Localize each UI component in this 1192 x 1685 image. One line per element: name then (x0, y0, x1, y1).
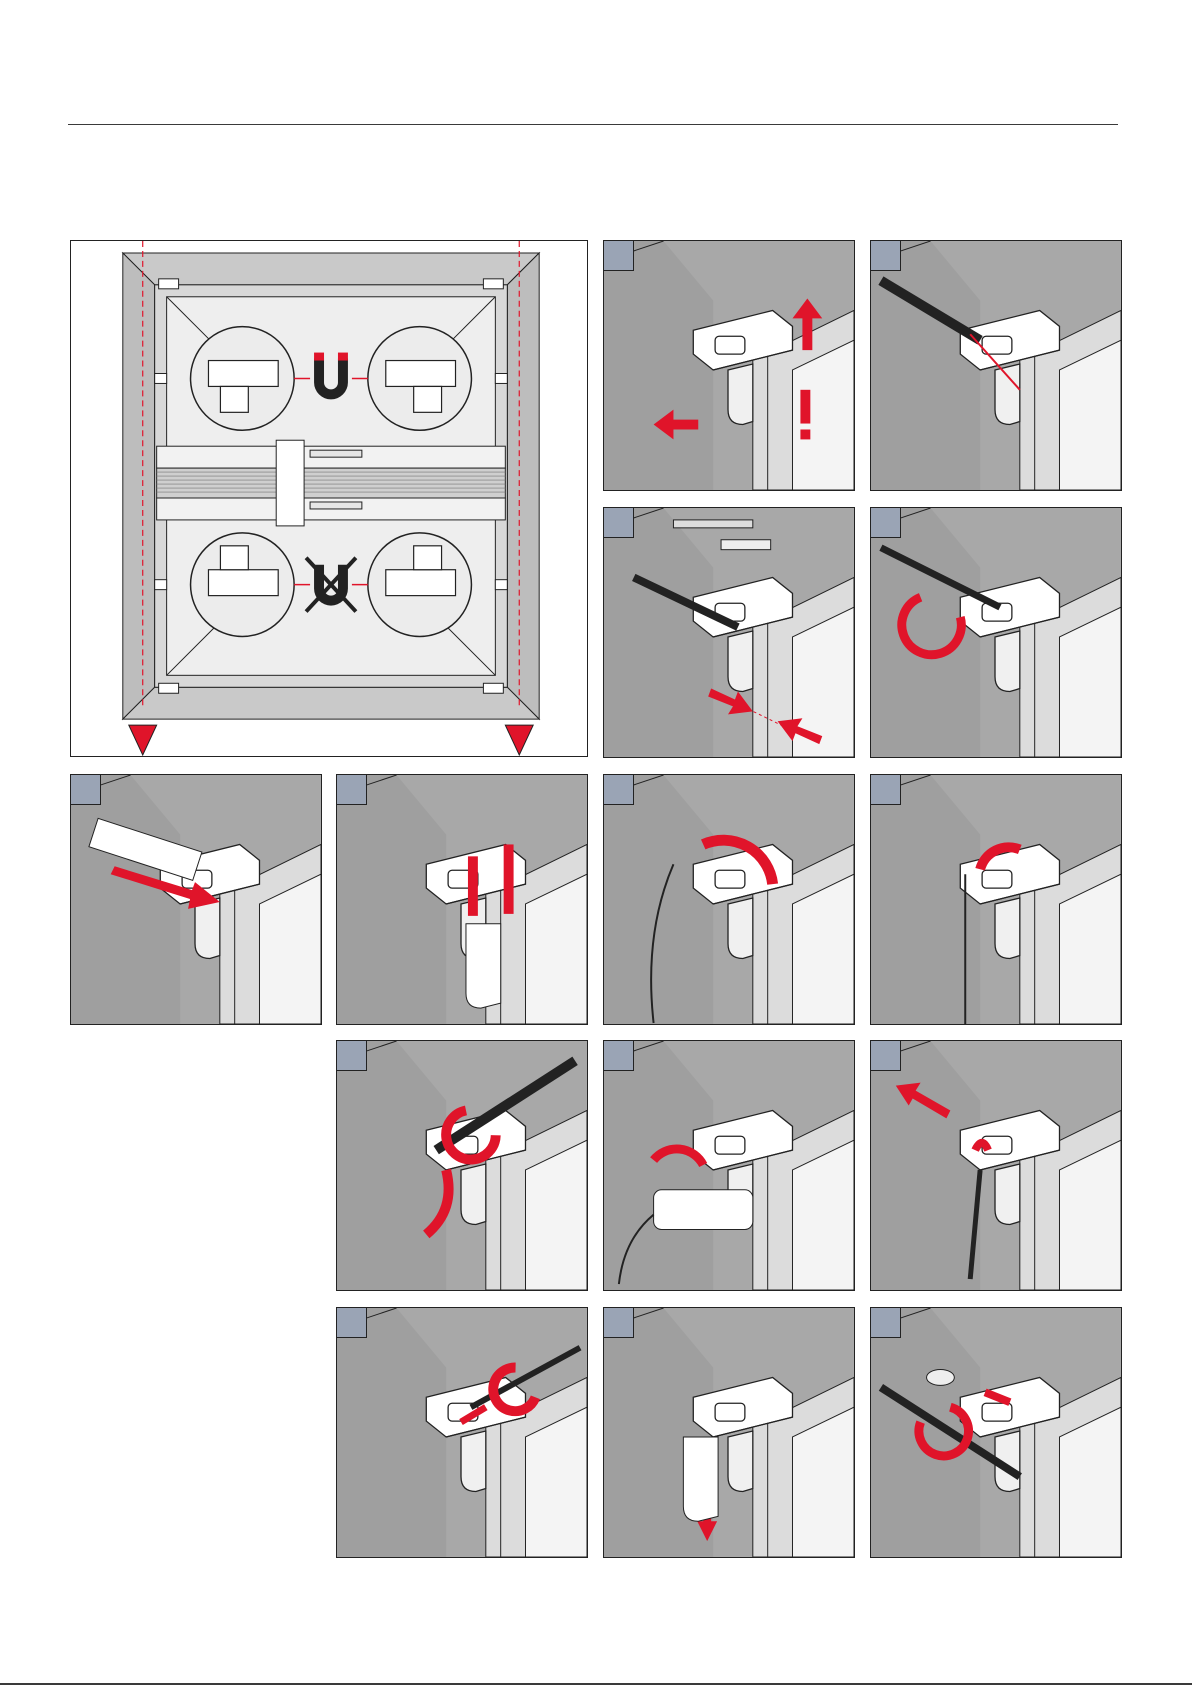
step-badge (604, 1041, 634, 1071)
plumb-bob-left-icon (129, 725, 157, 755)
step-badge (337, 1041, 367, 1071)
step-panel-1 (603, 240, 855, 491)
step-panel-10 (603, 1040, 855, 1291)
step-badge (604, 775, 634, 805)
step-panel-6 (336, 774, 588, 1025)
clip-push-up-icon (337, 775, 587, 1024)
step-badge (871, 508, 901, 538)
screwdriver-turn-icon (337, 1308, 587, 1557)
step-panel-9 (336, 1040, 588, 1291)
clip-pull-down-icon (604, 1308, 854, 1557)
screw-remove-icon (871, 1308, 1121, 1557)
step-badge (337, 775, 367, 805)
step-panel-7 (603, 774, 855, 1025)
step-panel-8 (870, 774, 1122, 1025)
step-panel-4 (870, 507, 1122, 758)
header-rule (68, 124, 1118, 125)
step-panel-11 (870, 1040, 1122, 1291)
step-panel-5 (70, 774, 322, 1025)
screwdriver-release-icon (337, 1041, 587, 1290)
cord-unhook-icon (604, 1041, 854, 1290)
step-panel-14 (870, 1307, 1122, 1558)
step-panel-3 (603, 507, 855, 758)
step-badge (871, 775, 901, 805)
step-badge (71, 775, 101, 805)
clip-rotate-icon (604, 775, 854, 1024)
pencil-mark-icon (871, 241, 1121, 490)
screw-rotate-icon (871, 508, 1121, 757)
step-panel-2 (870, 240, 1122, 491)
step-badge (871, 1308, 901, 1338)
step-panel-13 (603, 1307, 855, 1558)
cover-slide-icon (71, 775, 321, 1024)
clip-hook-icon (871, 775, 1121, 1024)
overview-panel (70, 240, 588, 757)
drill-hole-icon (604, 508, 854, 757)
step-badge (604, 508, 634, 538)
step-badge (871, 1041, 901, 1071)
step-panel-12 (336, 1307, 588, 1558)
bracket-push-up-icon (604, 241, 854, 490)
step-badge (604, 1308, 634, 1338)
pry-tool-icon (871, 1041, 1121, 1290)
window-overview-illustration (71, 241, 587, 756)
step-badge (871, 241, 901, 271)
plumb-bob-right-icon (505, 725, 533, 755)
step-badge (604, 241, 634, 271)
step-badge (337, 1308, 367, 1338)
